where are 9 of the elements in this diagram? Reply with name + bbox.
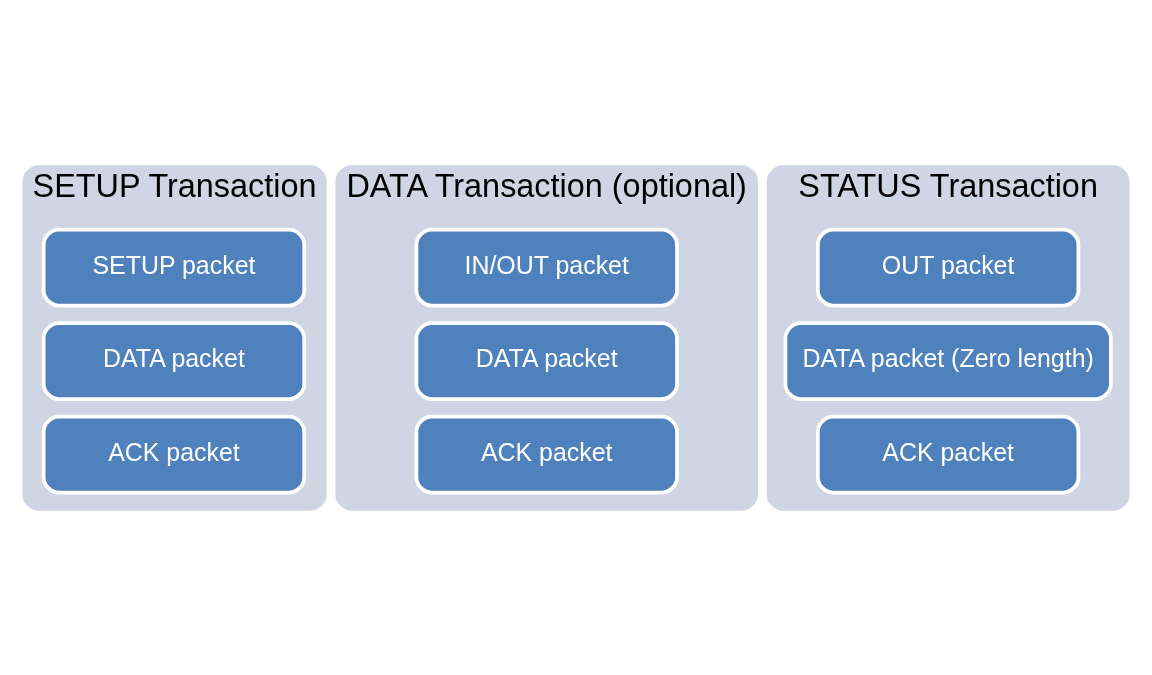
node-box: SETUP packet	[41, 227, 307, 307]
node-box: DATA packet (Zero length)	[783, 320, 1113, 401]
node-box: ACK packet	[414, 414, 679, 494]
node-box: DATA packet	[414, 320, 679, 401]
node-box: ACK packet	[41, 414, 307, 494]
node-box: DATA packet	[41, 320, 307, 401]
node-box: OUT packet	[816, 227, 1081, 307]
node-box: ACK packet	[816, 414, 1081, 494]
node-box: IN/OUT packet	[414, 227, 679, 307]
